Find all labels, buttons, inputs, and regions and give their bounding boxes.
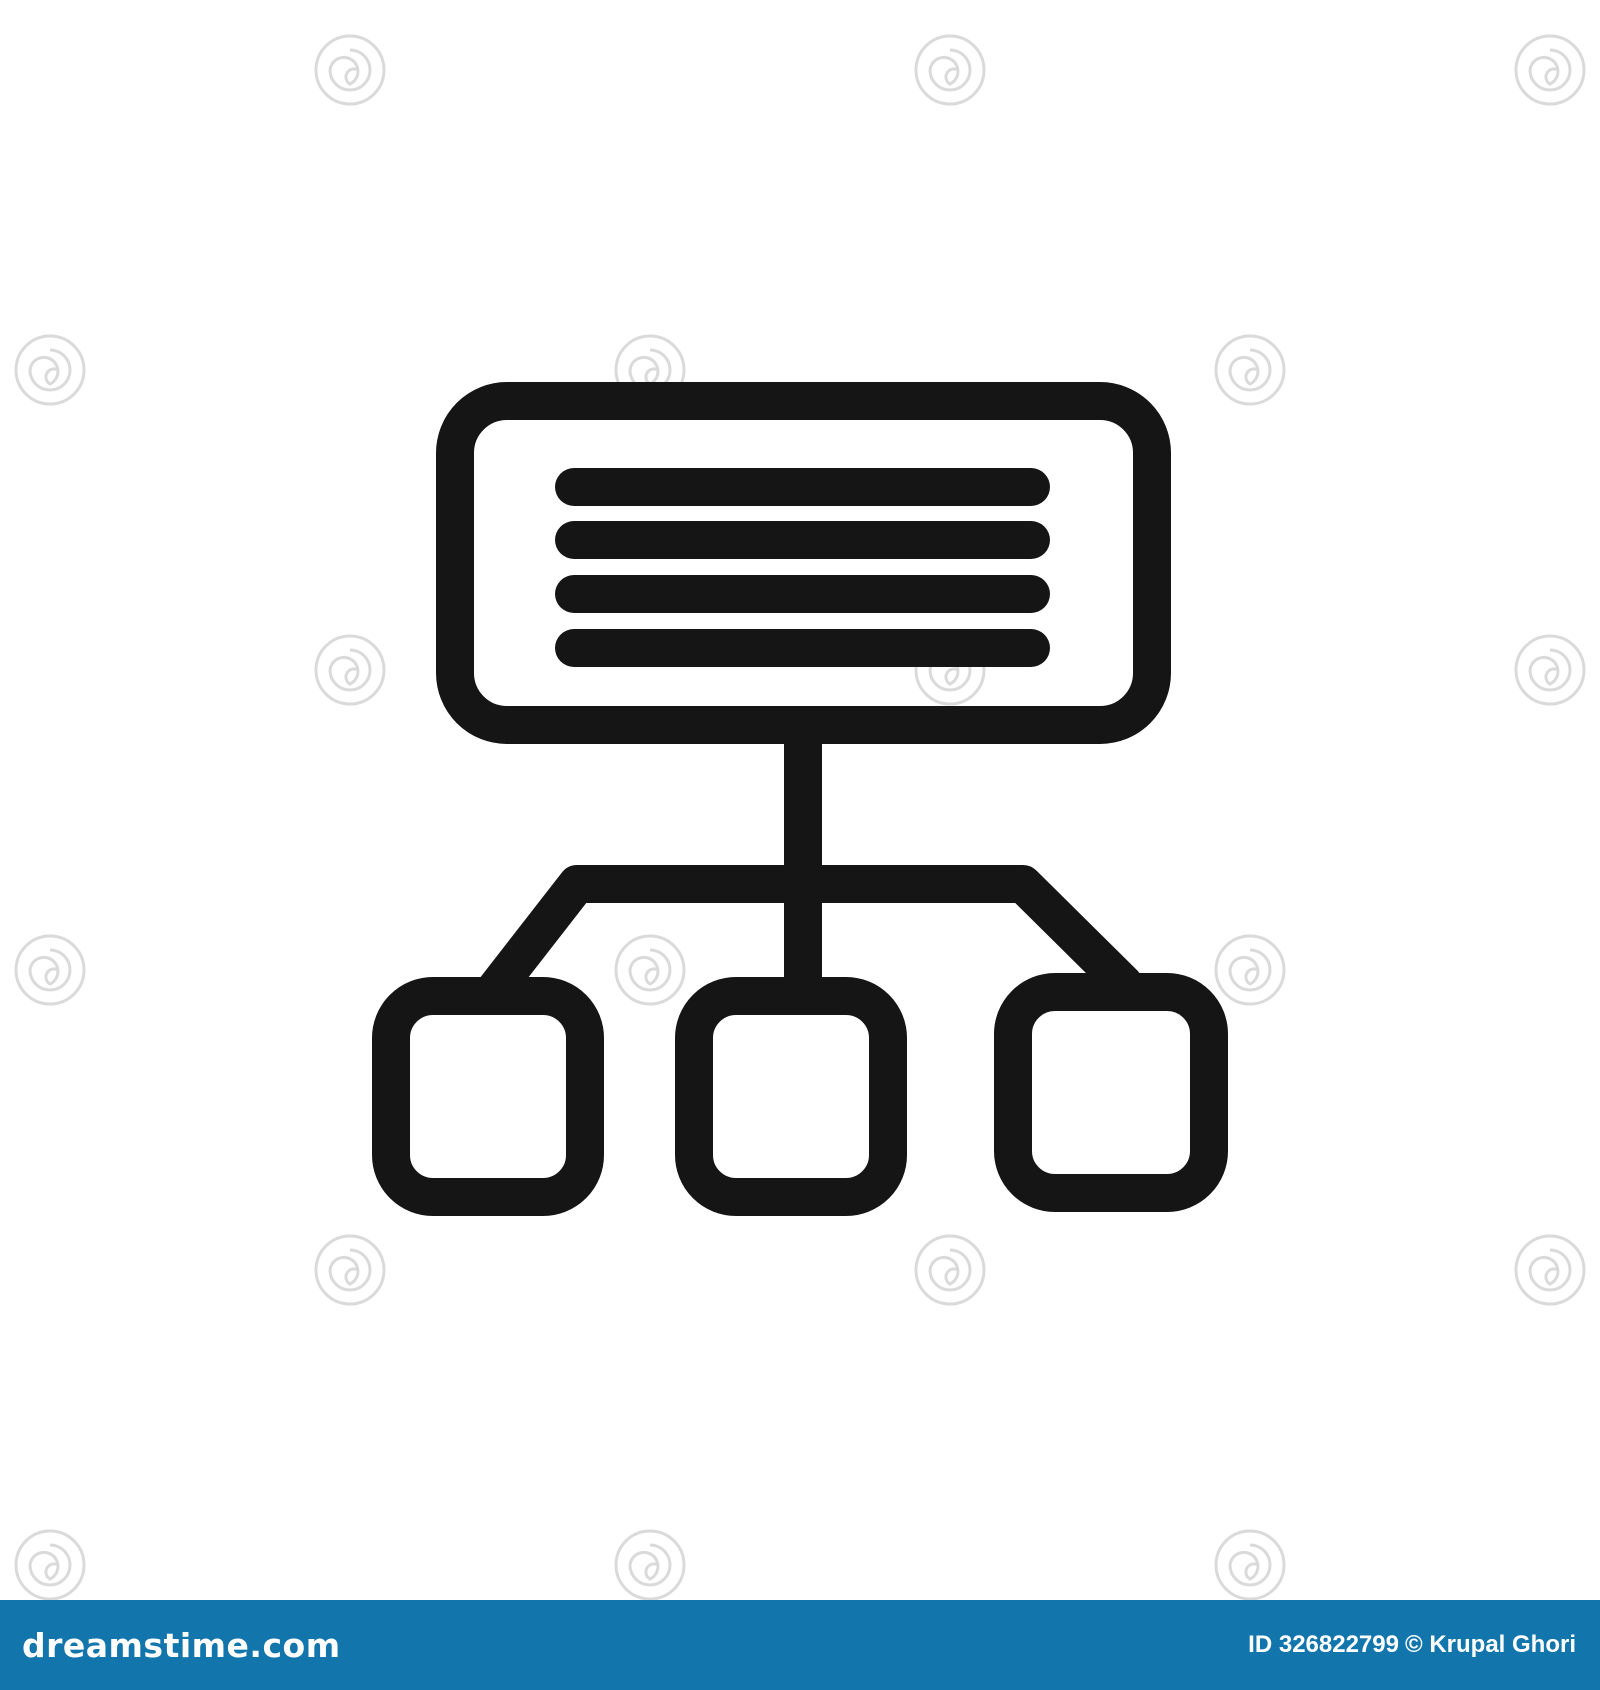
- child-box-left: [372, 977, 604, 1216]
- image-id: ID 326822799: [1248, 1631, 1399, 1658]
- top-document-box: [436, 382, 1171, 744]
- hierarchy-icon-svg: [372, 382, 1228, 1216]
- site-logo[interactable]: dreamstime.com: [22, 1626, 341, 1665]
- connector-branches: [474, 865, 1143, 1011]
- logo-text: dreamstime.com: [22, 1625, 341, 1665]
- copyright-author: © Krupal Ghori: [1404, 1631, 1576, 1658]
- footer-bar: dreamstime.com ID 326822799 © Krupal Gho…: [0, 1600, 1600, 1690]
- child-box-right: [994, 973, 1228, 1212]
- child-box-middle: [675, 977, 907, 1216]
- hierarchy-icon: [372, 382, 1228, 1216]
- image-credit: ID 326822799 © Krupal Ghori: [1248, 1631, 1576, 1659]
